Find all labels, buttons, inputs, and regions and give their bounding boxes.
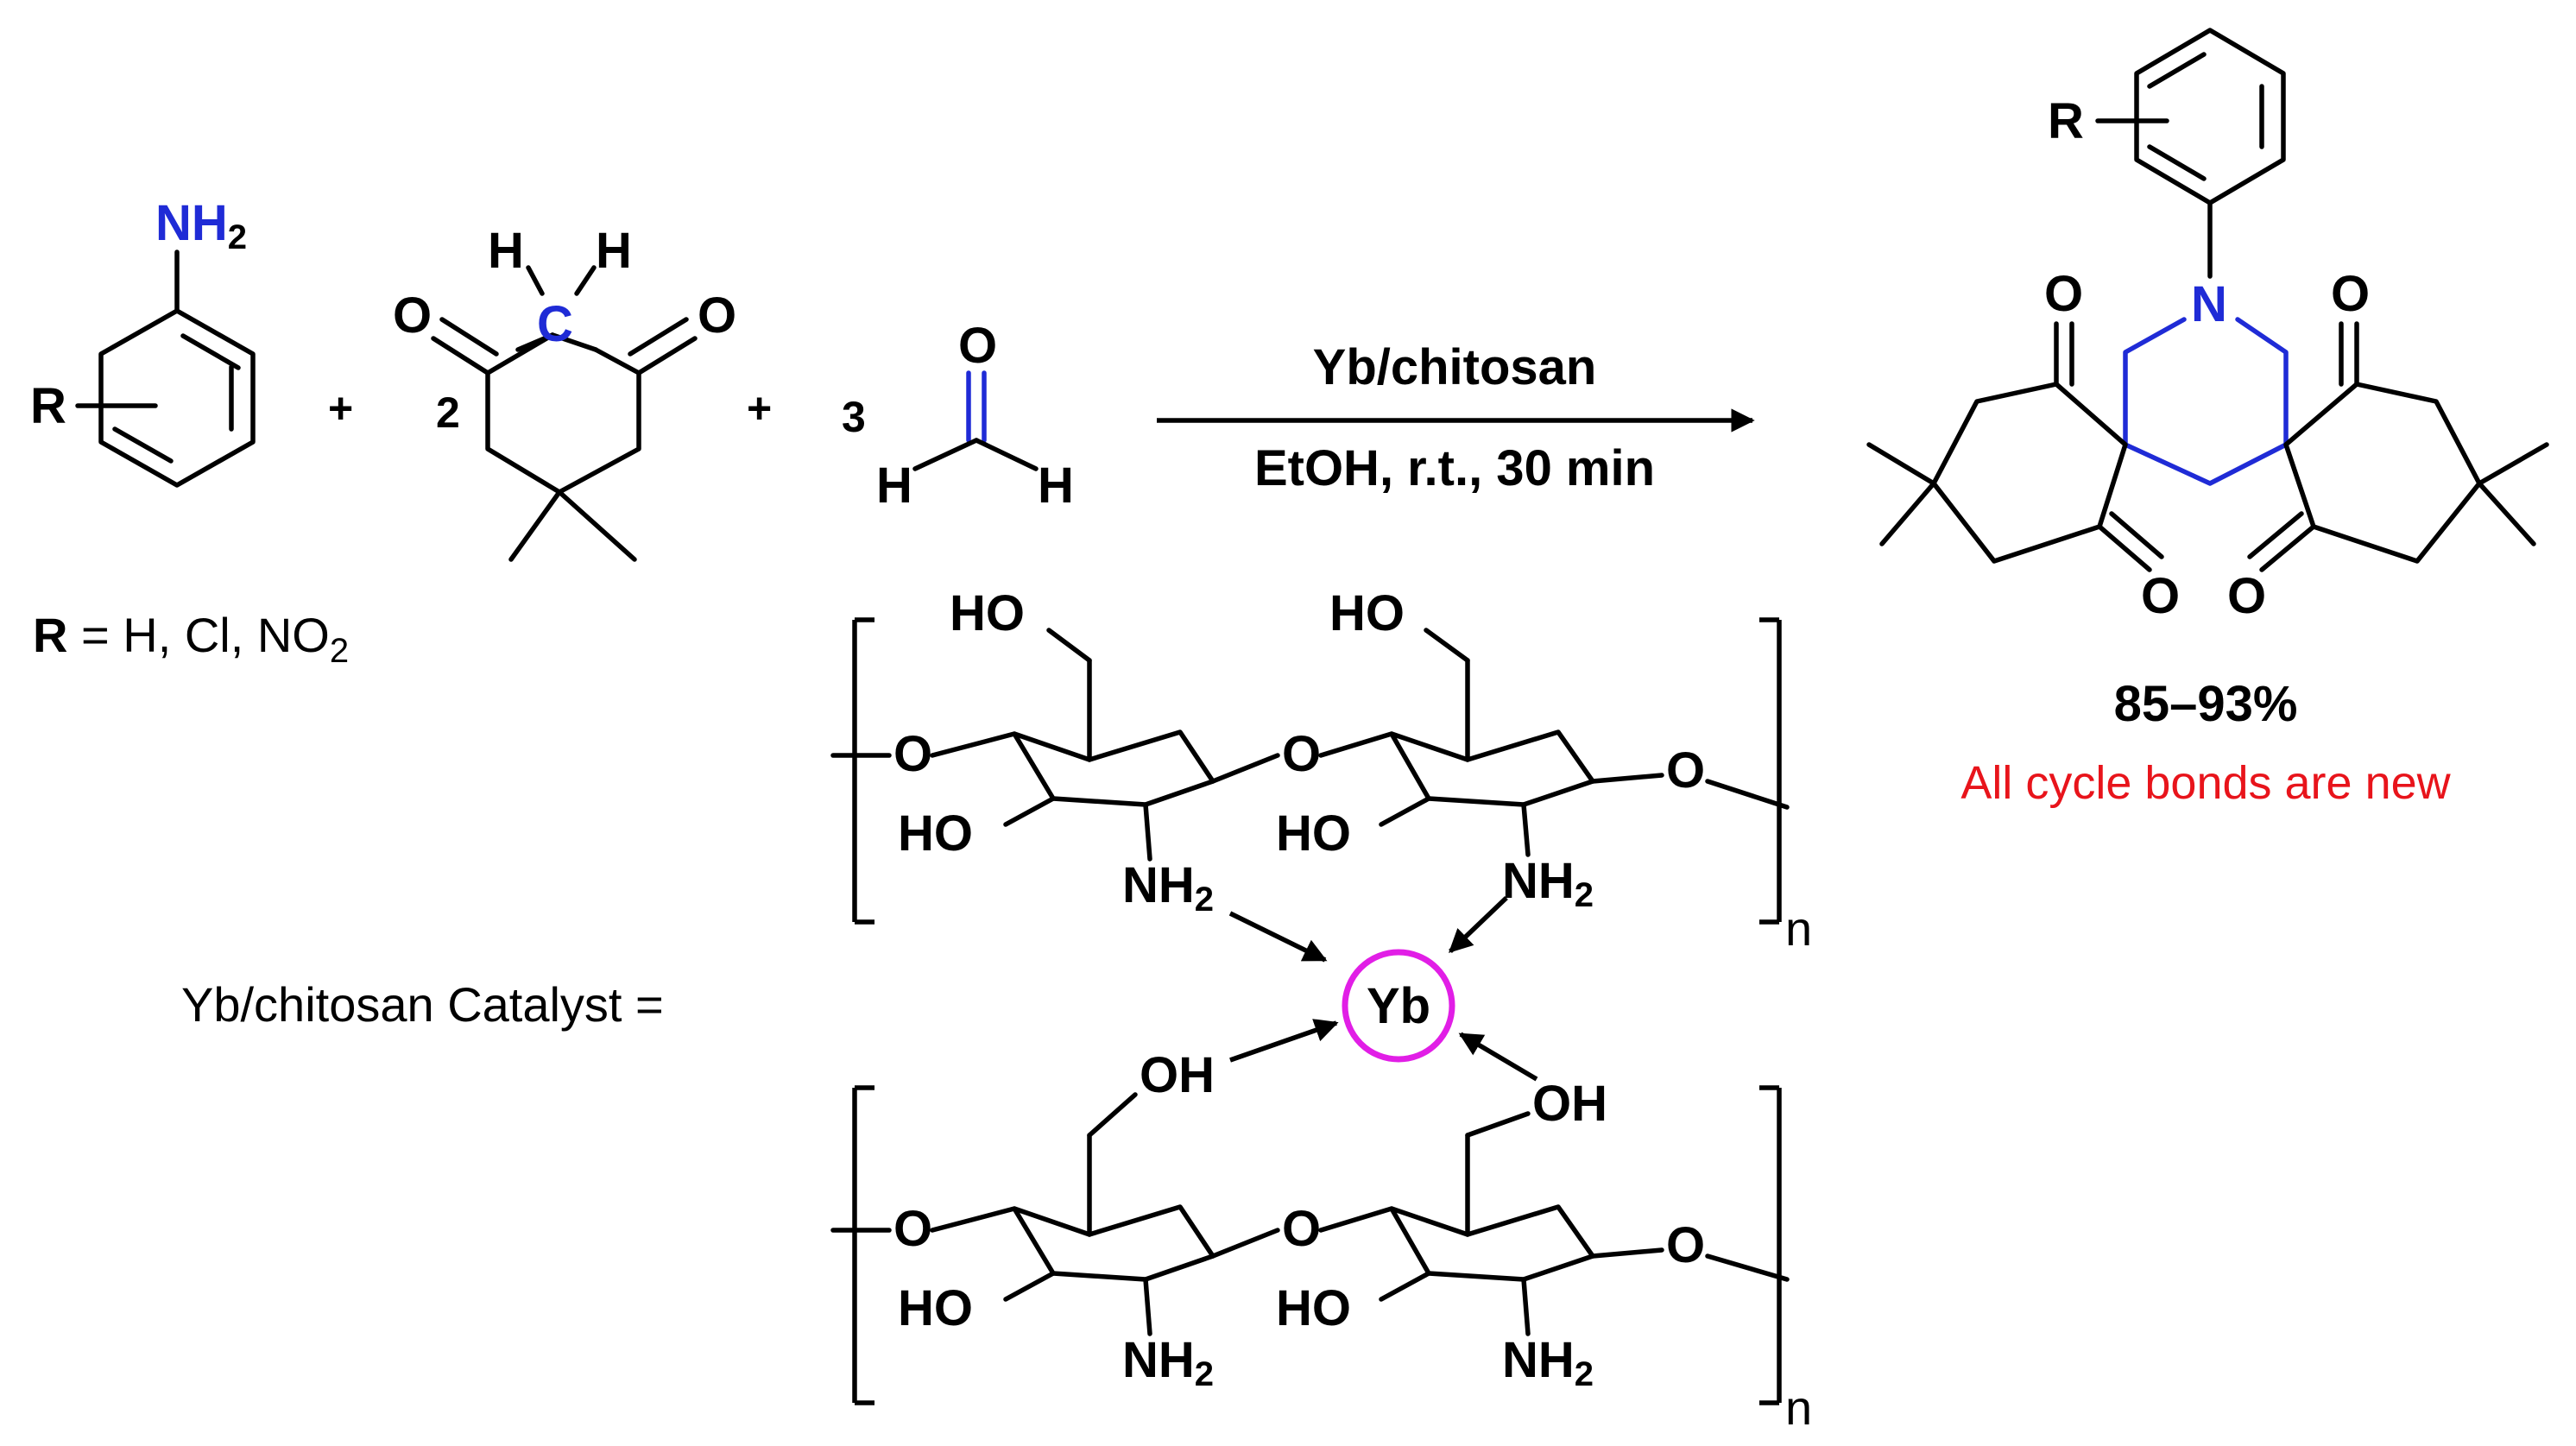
dimedone-coefficient: 2	[436, 388, 460, 437]
lower-repeat-n: n	[1785, 1380, 1812, 1435]
formaldehyde-h-left: H	[876, 458, 912, 514]
dimedone-c-label: C	[537, 296, 573, 352]
product-r-label: R	[2048, 93, 2084, 149]
product-o-bottom-left: O	[2141, 568, 2180, 624]
product-o-bottom-right: O	[2227, 568, 2266, 624]
upper-ho-4: HO	[1276, 805, 1351, 862]
upper-o-left: O	[893, 726, 932, 782]
catalyst-label: Yb/chitosan Catalyst =	[181, 977, 664, 1032]
upper-ho-1: HO	[950, 585, 1025, 641]
formaldehyde-molecule: 3 O H H	[842, 318, 1074, 514]
dimedone-h-left: H	[488, 223, 524, 279]
lower-oh-2: OH	[1532, 1076, 1607, 1132]
upper-nh2-2: NH2	[1502, 853, 1594, 914]
yb-label: Yb	[1367, 978, 1430, 1034]
upper-repeat-n: n	[1785, 901, 1812, 956]
dimedone-h-right: H	[596, 223, 632, 279]
plus-sign-2: +	[747, 384, 772, 433]
chitosan-chain-upper: n O HO HO NH2 O HO HO NH2 O	[830, 585, 1812, 956]
yb-center: Yb	[1228, 896, 1538, 1082]
lower-ho-2: HO	[1276, 1280, 1351, 1336]
aniline-nh2-label: NH2	[155, 195, 247, 256]
lower-o-right: O	[1666, 1217, 1705, 1273]
lower-o-left: O	[893, 1201, 932, 1257]
reaction-arrow: Yb/chitosan EtOH, r.t., 30 min	[1157, 339, 1755, 496]
chitosan-chain-lower: n O OH HO NH2 O OH HO NH2 O	[830, 1047, 1812, 1435]
aniline-molecule: NH2 R	[30, 195, 256, 488]
formaldehyde-coefficient: 3	[842, 393, 866, 441]
upper-o-mid: O	[1282, 726, 1321, 782]
lower-nh2-2: NH2	[1502, 1332, 1594, 1393]
product-yield: 85–93%	[2114, 676, 2298, 732]
condition-catalyst: Yb/chitosan	[1313, 339, 1597, 395]
aniline-r-label: R	[30, 378, 66, 434]
substituent-definition: R = H, Cl, NO2	[33, 608, 349, 670]
dimedone-molecule: 2 H H C O O	[393, 223, 736, 562]
upper-nh2-1: NH2	[1122, 857, 1214, 919]
plus-sign-1: +	[328, 384, 353, 433]
lower-oh-1: OH	[1140, 1047, 1215, 1103]
dimedone-o-right: O	[698, 287, 736, 344]
lower-o-mid: O	[1282, 1201, 1321, 1257]
formaldehyde-o-label: O	[958, 318, 997, 374]
product-n-label: N	[2191, 276, 2227, 332]
product-molecule: R N O O O O	[1866, 28, 2549, 624]
upper-ho-2: HO	[898, 805, 973, 862]
lower-ho-1: HO	[898, 1280, 973, 1336]
product-o-top-left: O	[2044, 266, 2083, 322]
upper-ho-3: HO	[1329, 585, 1405, 641]
dimedone-o-left: O	[393, 287, 432, 344]
upper-o-right: O	[1666, 742, 1705, 799]
lower-nh2-1: NH2	[1122, 1332, 1214, 1393]
product-note: All cycle bonds are new	[1960, 757, 2451, 809]
product-o-top-right: O	[2331, 266, 2370, 322]
condition-solvent: EtOH, r.t., 30 min	[1254, 440, 1655, 496]
formaldehyde-h-right: H	[1038, 458, 1074, 514]
